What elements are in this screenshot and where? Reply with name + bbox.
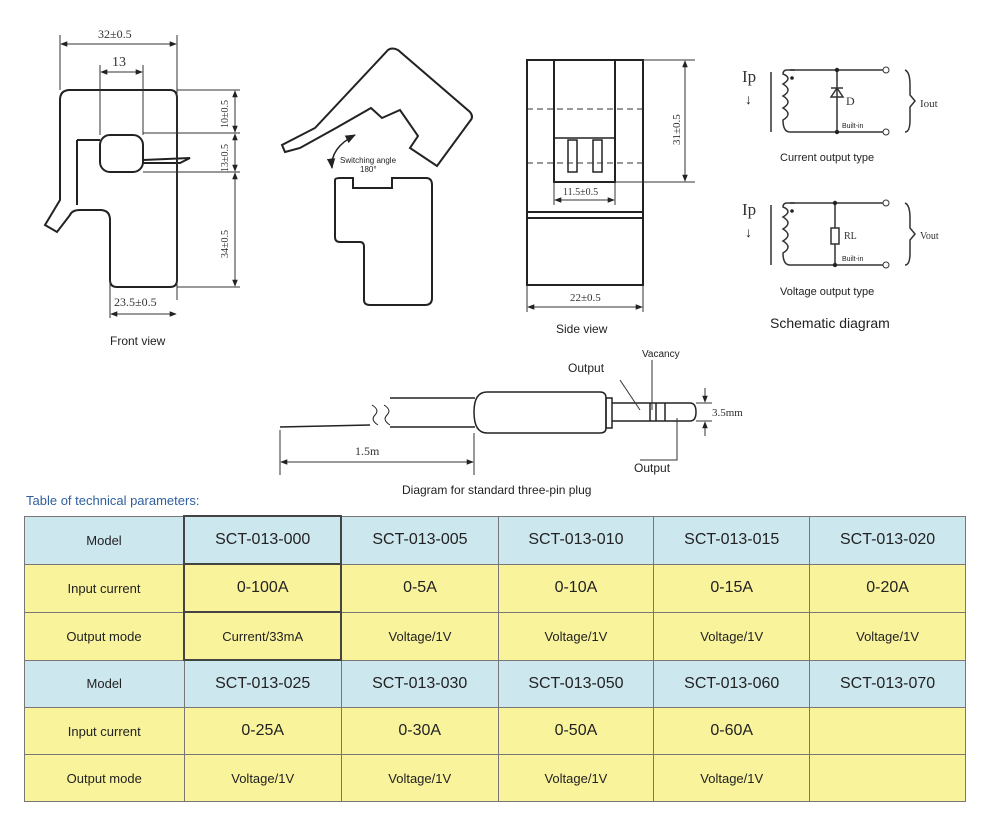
input-cell: 0-100A bbox=[182, 563, 343, 613]
plug-drawing bbox=[279, 391, 697, 434]
cable-length: 1.5m bbox=[355, 444, 380, 458]
model-cell: SCT-013-020 bbox=[809, 515, 966, 565]
model-cell: SCT-013-070 bbox=[809, 659, 966, 708]
side-view bbox=[526, 59, 644, 286]
table-title: Table of technical parameters: bbox=[26, 493, 200, 508]
model-cell: SCT-013-030 bbox=[340, 659, 499, 708]
vout-label: Vout bbox=[920, 231, 939, 242]
dim-bottom: 34±0.5 bbox=[220, 230, 231, 258]
iout-label: Iout bbox=[920, 98, 938, 110]
ip-label-current: Ip bbox=[742, 67, 756, 86]
model-cell: SCT-013-005 bbox=[340, 515, 499, 565]
dim-mid: 13±0.5 bbox=[220, 144, 231, 172]
input-cell: 0-50A bbox=[497, 707, 655, 755]
input-cell: 0-10A bbox=[497, 563, 655, 613]
side-view-caption: Side view bbox=[556, 322, 608, 336]
table-row: Model SCT-013-000 SCT-013-005 SCT-013-01… bbox=[24, 515, 966, 565]
arrow-down-icon: ↓ bbox=[745, 91, 752, 107]
vacancy-label: Vacancy bbox=[642, 349, 680, 360]
plug-diameter: 3.5mm bbox=[712, 407, 743, 419]
output-cell: Current/33mA bbox=[182, 611, 343, 661]
dim-side-width: 22±0.5 bbox=[570, 292, 601, 304]
row-header: Input current bbox=[24, 563, 185, 613]
table-row: Input current 0-25A 0-30A 0-50A 0-60A bbox=[24, 707, 966, 755]
output-cell bbox=[809, 754, 966, 802]
output-bottom-label: Output bbox=[634, 461, 671, 475]
model-cell: SCT-013-025 bbox=[183, 659, 342, 708]
row-header: Output mode bbox=[24, 611, 185, 661]
technical-drawings: 32±0.5 13 10±0.5 13±0.5 34±0.5 23.5±0.5 … bbox=[43, 27, 939, 497]
model-cell: SCT-013-000 bbox=[182, 515, 343, 565]
resistor-label: RL bbox=[844, 231, 857, 242]
output-cell: Voltage/1V bbox=[340, 611, 499, 661]
model-cell: SCT-013-050 bbox=[497, 659, 655, 708]
voltage-output-caption: Voltage output type bbox=[780, 286, 874, 298]
row-header: Input current bbox=[24, 707, 185, 755]
model-cell: SCT-013-010 bbox=[497, 515, 655, 565]
current-output-caption: Current output type bbox=[780, 152, 874, 164]
model-cell: SCT-013-015 bbox=[653, 515, 811, 565]
builtin-label: Built-in bbox=[842, 123, 864, 130]
model-cell: SCT-013-060 bbox=[653, 659, 811, 708]
diode-label: D bbox=[846, 94, 855, 108]
dim-width: 32±0.5 bbox=[98, 27, 132, 41]
output-cell: Voltage/1V bbox=[653, 754, 811, 802]
arrow-down-icon: ↓ bbox=[745, 224, 752, 240]
input-cell: 0-20A bbox=[809, 563, 966, 613]
front-view bbox=[43, 89, 191, 288]
dim-height: 31±0.5 bbox=[671, 114, 683, 145]
input-cell: 0-15A bbox=[653, 563, 811, 613]
dim-base: 23.5±0.5 bbox=[114, 295, 157, 309]
input-cell bbox=[809, 707, 966, 755]
output-cell: Voltage/1V bbox=[653, 611, 811, 661]
input-cell: 0-25A bbox=[183, 707, 342, 755]
dim-top: 10±0.5 bbox=[220, 100, 231, 128]
row-header: Output mode bbox=[24, 754, 185, 802]
plug-caption: Diagram for standard three-pin plug bbox=[402, 483, 591, 497]
input-cell: 0-60A bbox=[653, 707, 811, 755]
schematic-title: Schematic diagram bbox=[770, 315, 890, 331]
row-header: Model bbox=[24, 515, 185, 565]
output-cell: Voltage/1V bbox=[497, 754, 655, 802]
dim-window: 13 bbox=[112, 55, 126, 70]
input-cell: 0-30A bbox=[340, 707, 499, 755]
technical-parameters-table: Model SCT-013-000 SCT-013-005 SCT-013-01… bbox=[24, 515, 966, 802]
builtin-label: Built-in bbox=[842, 256, 864, 263]
front-view-caption: Front view bbox=[110, 334, 166, 348]
table-row: Input current 0-100A 0-5A 0-10A 0-15A 0-… bbox=[24, 563, 966, 613]
switching-angle-value: 180° bbox=[360, 165, 377, 174]
open-view bbox=[280, 47, 473, 306]
output-cell: Voltage/1V bbox=[183, 754, 342, 802]
input-cell: 0-5A bbox=[340, 563, 499, 613]
switching-angle-label: Switching angle bbox=[340, 156, 397, 165]
table-row: Output mode Voltage/1V Voltage/1V Voltag… bbox=[24, 754, 966, 802]
table-row: Model SCT-013-025 SCT-013-030 SCT-013-05… bbox=[24, 659, 966, 708]
output-top-label: Output bbox=[568, 361, 605, 375]
schematic-current bbox=[770, 69, 916, 266]
output-cell: Voltage/1V bbox=[497, 611, 655, 661]
table-row: Output mode Current/33mA Voltage/1V Volt… bbox=[24, 611, 966, 661]
dim-inner: 11.5±0.5 bbox=[563, 187, 598, 198]
output-cell: Voltage/1V bbox=[809, 611, 966, 661]
output-cell: Voltage/1V bbox=[340, 754, 499, 802]
row-header: Model bbox=[24, 659, 185, 708]
ip-label-voltage: Ip bbox=[742, 200, 756, 219]
